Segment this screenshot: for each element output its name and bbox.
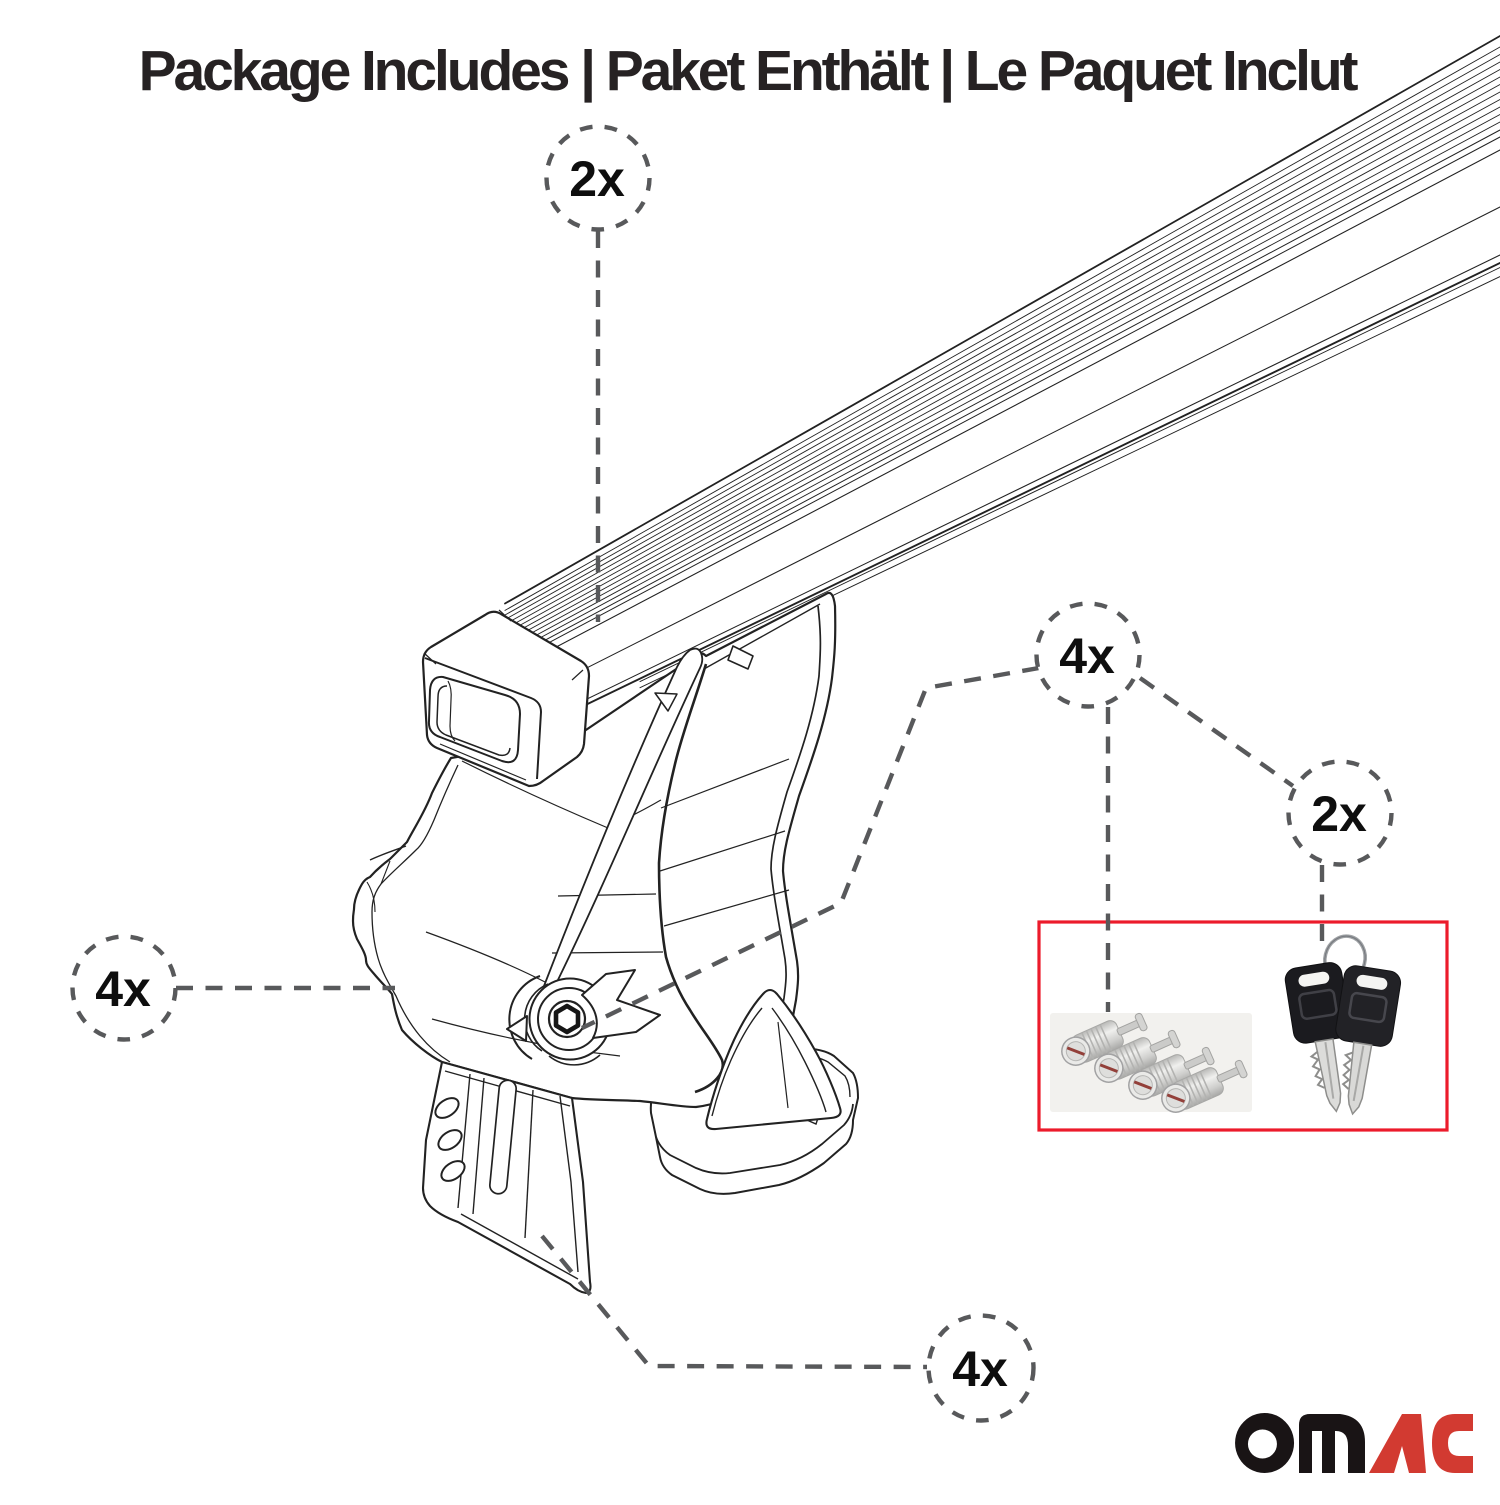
svg-text:2x: 2x [569,151,625,207]
svg-text:4x: 4x [952,1341,1008,1397]
svg-text:4x: 4x [95,961,151,1017]
svg-text:Package Includes | Paket Enthä: Package Includes | Paket Enthält | Le Pa… [139,39,1359,103]
svg-text:4x: 4x [1059,628,1115,684]
svg-text:2x: 2x [1311,786,1367,842]
